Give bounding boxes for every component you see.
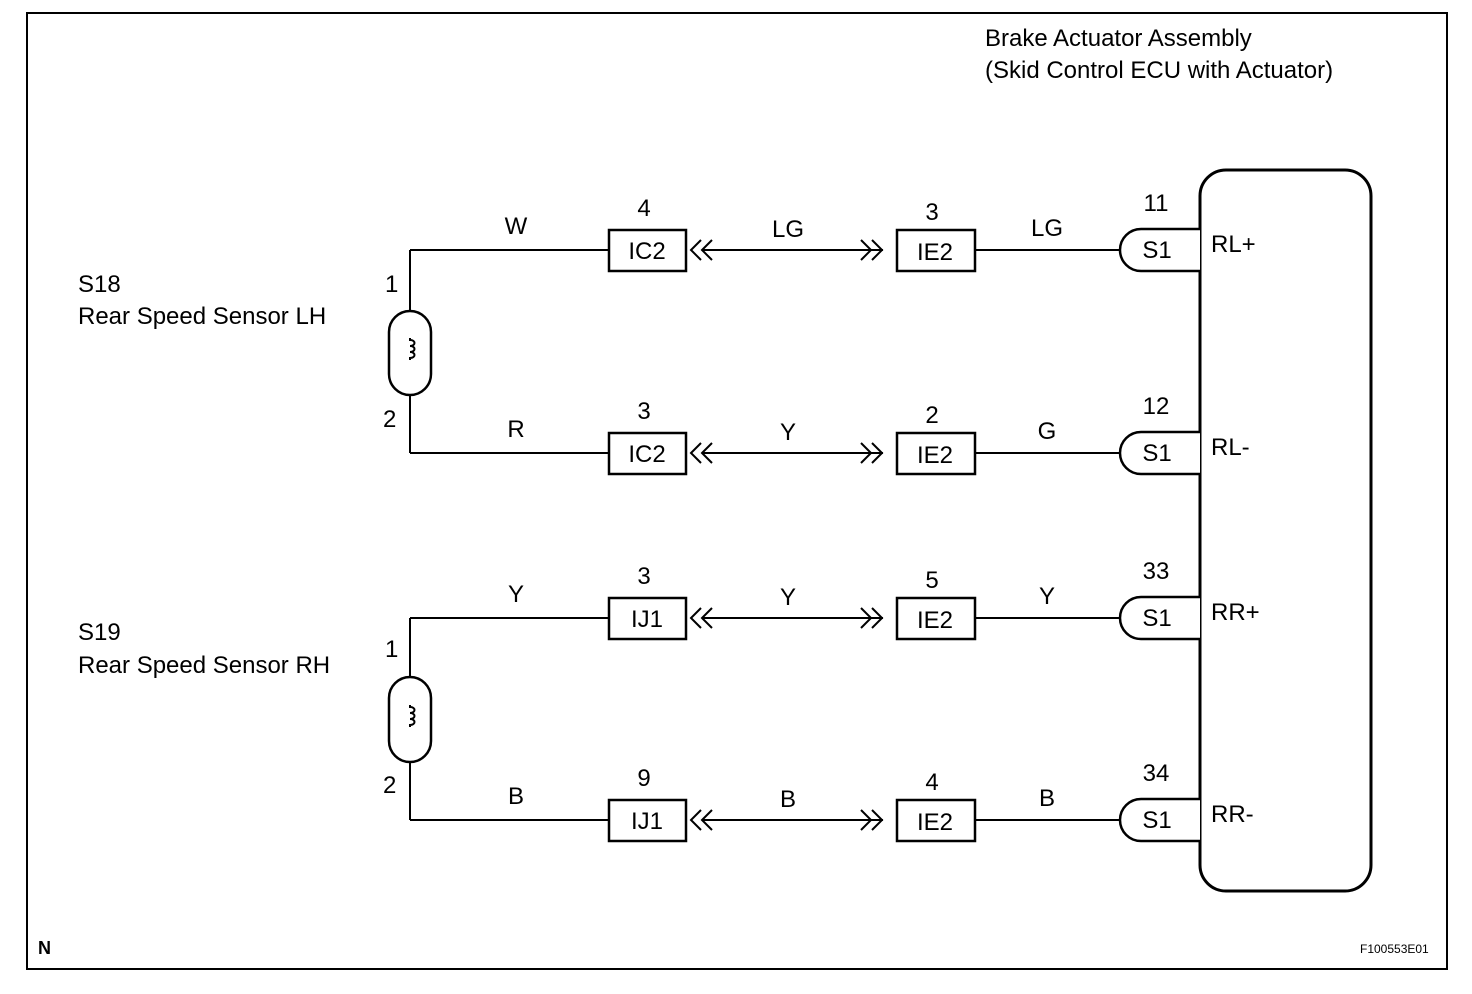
row-3-wire-2-color: Y bbox=[780, 584, 796, 611]
row-4-terminal-label: RR- bbox=[1211, 801, 1254, 828]
row-4-connector-2-pin: 4 bbox=[925, 769, 938, 796]
row-4-wire-2-color: B bbox=[780, 786, 796, 813]
row-3-connector-1-pin: 3 bbox=[637, 563, 650, 590]
row-3-connector-1-name: IJ1 bbox=[631, 606, 663, 633]
row-4-ecu-connector bbox=[1118, 797, 1200, 843]
sensor-rh-code: S19 bbox=[78, 619, 121, 646]
row-1-wire-1-color: W bbox=[505, 213, 528, 240]
row-1-connector-2 bbox=[895, 228, 977, 273]
actuator-subtitle: (Skid Control ECU with Actuator) bbox=[985, 57, 1333, 84]
row-2-terminal-label: RL- bbox=[1211, 434, 1250, 461]
row-3-wire-3-color: Y bbox=[1039, 583, 1055, 610]
row-2-connector-1-name: IC2 bbox=[628, 441, 665, 468]
sensor-lh-coil-icon bbox=[409, 338, 416, 360]
row-4-connector-2 bbox=[895, 798, 977, 843]
row-2-ecu-pin: 12 bbox=[1143, 393, 1170, 420]
row-2-wire-3-color: G bbox=[1038, 418, 1057, 445]
figure-id: F100553E01 bbox=[1360, 942, 1429, 956]
row-2-ecu-connector-name: S1 bbox=[1142, 440, 1171, 467]
row-2-wire-2-color: Y bbox=[780, 419, 796, 446]
row-2-connector-2-pin: 2 bbox=[925, 402, 938, 429]
row-2-wire-1-color: R bbox=[507, 416, 524, 443]
row-4-ecu-pin: 34 bbox=[1143, 760, 1170, 787]
row-4-connector-1 bbox=[607, 798, 688, 843]
sensor-lh-name: Rear Speed Sensor LH bbox=[78, 303, 326, 330]
actuator-block bbox=[1198, 168, 1373, 893]
row-2-connector-2-name: IE2 bbox=[917, 442, 953, 469]
row-3-male-chevron-icon bbox=[860, 607, 884, 629]
row-3-ecu-connector-name: S1 bbox=[1142, 605, 1171, 632]
row-4-wire-1-color: B bbox=[508, 783, 524, 810]
row-4-connector-1-name: IJ1 bbox=[631, 808, 663, 835]
row-3-connector-2-name: IE2 bbox=[917, 607, 953, 634]
row-4-connector-2-name: IE2 bbox=[917, 809, 953, 836]
row-2-ecu-connector bbox=[1118, 430, 1200, 476]
row-3-ecu-connector bbox=[1118, 595, 1200, 641]
row-3-connector-2-pin: 5 bbox=[925, 567, 938, 594]
corner-label: N bbox=[38, 938, 51, 958]
sensor-rh-coil-icon bbox=[409, 705, 416, 727]
row-1-ecu-connector bbox=[1118, 227, 1200, 273]
diagram-frame bbox=[26, 12, 1448, 970]
row-1-terminal-label: RL+ bbox=[1211, 231, 1256, 258]
row-1-connector-1-pin: 4 bbox=[637, 195, 650, 222]
row-1-ecu-connector-name: S1 bbox=[1142, 237, 1171, 264]
row-2-male-chevron-icon bbox=[860, 442, 884, 464]
row-4-connector-1-pin: 9 bbox=[637, 765, 650, 792]
row-2-connector-2 bbox=[895, 431, 977, 476]
row-1-ecu-pin: 11 bbox=[1144, 190, 1169, 217]
row-4-wire-3-color: B bbox=[1039, 785, 1055, 812]
sensor-rh-pin-bottom: 2 bbox=[383, 772, 396, 799]
row-2-connector-1-pin: 3 bbox=[637, 398, 650, 425]
row-4-ecu-connector-name: S1 bbox=[1142, 807, 1171, 834]
row-4-male-chevron-icon bbox=[860, 809, 884, 831]
row-1-wire-3-color: LG bbox=[1031, 215, 1063, 242]
sensor-lh-code: S18 bbox=[78, 271, 121, 298]
row-3-ecu-pin: 33 bbox=[1143, 558, 1170, 585]
row-3-terminal-label: RR+ bbox=[1211, 599, 1260, 626]
sensor-rh-pin-top: 1 bbox=[385, 636, 398, 663]
row-3-wire-1-color: Y bbox=[508, 581, 524, 608]
sensor-lh-pin-bottom: 2 bbox=[383, 406, 396, 433]
row-1-connector-2-pin: 3 bbox=[925, 199, 938, 226]
row-1-male-chevron-icon bbox=[860, 239, 884, 261]
row-2-connector-1 bbox=[607, 431, 688, 476]
actuator-title: Brake Actuator Assembly bbox=[985, 25, 1252, 52]
row-1-connector-1-name: IC2 bbox=[628, 238, 665, 265]
sensor-lh-pin-top: 1 bbox=[385, 271, 398, 298]
row-1-connector-2-name: IE2 bbox=[917, 239, 953, 266]
sensor-rh-name: Rear Speed Sensor RH bbox=[78, 652, 330, 679]
row-3-connector-1 bbox=[607, 596, 688, 641]
row-1-connector-1 bbox=[607, 228, 688, 273]
row-1-wire-2-color: LG bbox=[772, 216, 804, 243]
